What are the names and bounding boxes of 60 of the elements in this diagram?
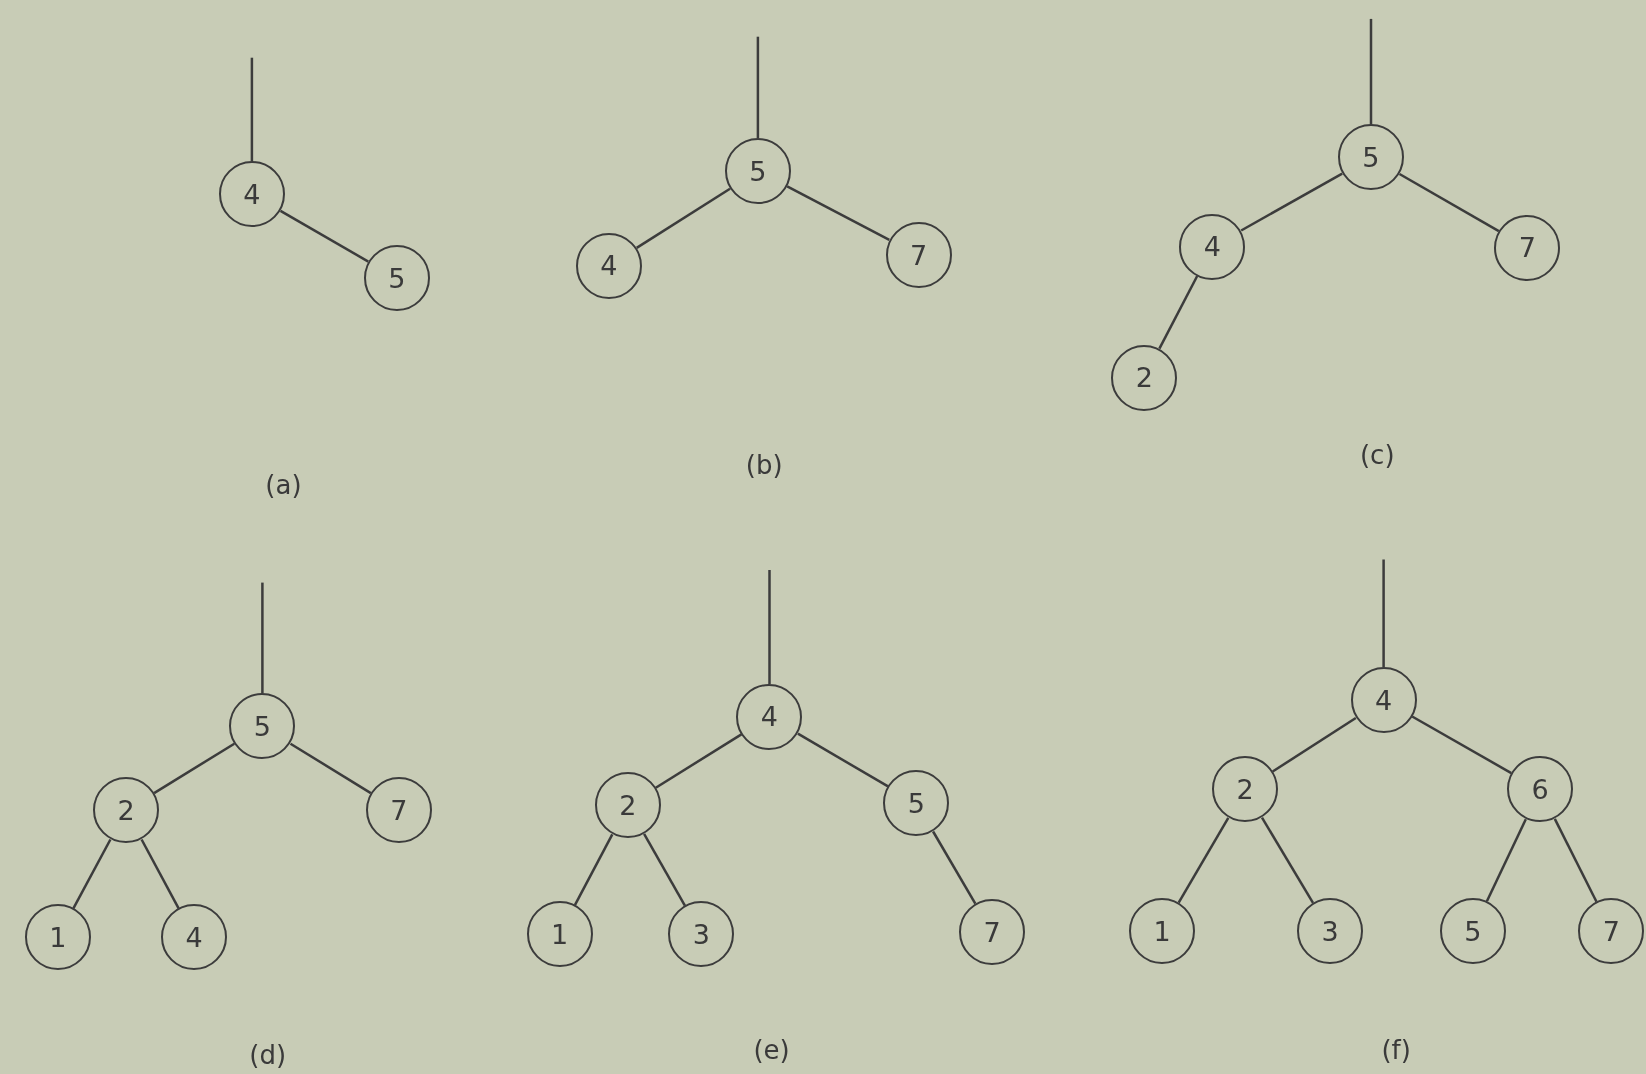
tree-edge-line	[756, 36, 760, 139]
tree-node-circle: 7	[1494, 214, 1561, 281]
tree-node-circle: 4	[575, 232, 642, 299]
tree-node-circle: 5	[1439, 898, 1506, 965]
tree-node-circle: 4	[218, 161, 285, 228]
tree-node-circle: 5	[229, 693, 296, 760]
panel-caption: (c)	[1359, 439, 1395, 470]
tree-edge-line	[1553, 818, 1598, 903]
tree-edge-line	[153, 742, 235, 795]
tree-node-circle: 1	[526, 901, 593, 968]
tree-node-circle: 2	[1212, 756, 1278, 823]
tree-edge-line	[573, 833, 614, 906]
tree-node-circle: 4	[736, 683, 803, 750]
tree-edge-line	[250, 57, 254, 162]
tree-edge-line	[1240, 172, 1343, 232]
panel-caption: (d)	[249, 1040, 287, 1070]
tree-node-circle: 7	[365, 777, 432, 844]
tree-edge-line	[1158, 275, 1199, 350]
tree-edge-line	[768, 570, 771, 684]
panel-caption: (b)	[745, 450, 783, 481]
tree-edge-line	[1398, 172, 1500, 233]
tree-edge-line	[932, 830, 977, 905]
tree-node-circle: 7	[959, 899, 1025, 966]
tree-edge-line	[279, 209, 369, 263]
tree-edge-line	[140, 838, 180, 909]
tree-edge-line	[636, 187, 731, 249]
tree-node-circle: 4	[1350, 667, 1417, 734]
tree-node-circle: 1	[24, 904, 91, 971]
tree-edge-line	[1411, 715, 1512, 775]
tree-node-circle: 4	[1179, 213, 1246, 280]
tree-node-circle: 2	[92, 777, 159, 844]
panel-caption: (e)	[753, 1034, 790, 1065]
tree-node-circle: 3	[668, 901, 735, 968]
tree-edge-line	[1272, 716, 1357, 773]
tree-node-circle: 5	[363, 245, 430, 312]
tree-node-circle: 7	[1578, 898, 1645, 965]
tree-node-circle: 5	[883, 770, 950, 837]
tree-edge-line	[72, 838, 112, 909]
tree-edge-line	[1369, 18, 1373, 125]
tree-edge-line	[1382, 559, 1385, 668]
tree-edge-line	[1485, 818, 1527, 902]
panel-caption: (a)	[265, 469, 302, 500]
tree-node-circle: 2	[1111, 344, 1178, 411]
tree-edge-line	[1260, 817, 1315, 904]
tree-node-circle: 6	[1506, 756, 1573, 823]
tree-node-circle: 5	[724, 138, 791, 205]
tree-node-circle: 2	[594, 772, 661, 839]
tree-node-circle: 5	[1337, 124, 1404, 191]
tree-node-circle: 1	[1129, 898, 1196, 965]
tree-node-circle: 4	[161, 904, 228, 971]
tree-edge-line	[1177, 817, 1230, 904]
tree-edge-line	[643, 833, 686, 907]
tree-edge-line	[655, 733, 743, 789]
tree-edge-line	[797, 732, 889, 788]
tree-edge-line	[261, 582, 264, 694]
tree-edge-line	[289, 742, 372, 795]
tree-node-circle: 7	[885, 222, 952, 289]
tree-edge-line	[786, 185, 890, 241]
panel-caption: (f)	[1381, 1034, 1411, 1065]
tree-node-circle: 3	[1297, 898, 1363, 965]
